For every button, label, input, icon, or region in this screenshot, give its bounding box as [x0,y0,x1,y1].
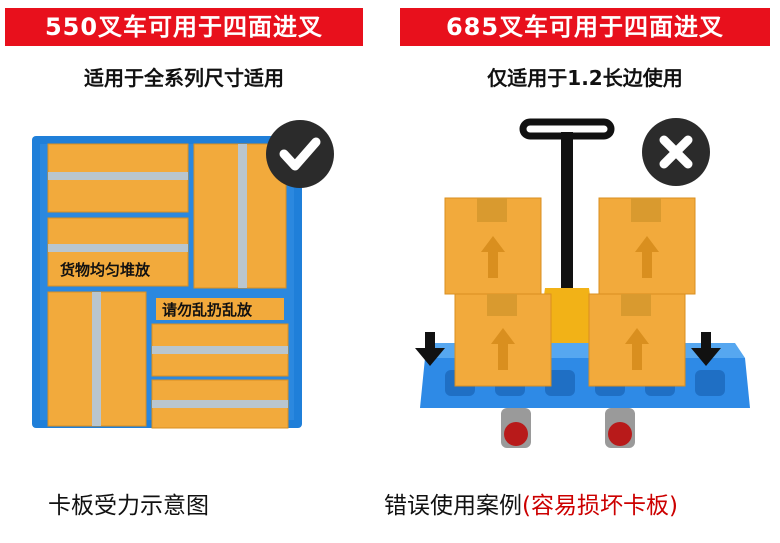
cross-badge [642,118,710,186]
box-upper-right [598,197,696,295]
forklift-wheel-right [605,408,635,448]
forklift-illustration [415,118,750,448]
label-even-bg [56,258,168,280]
box-lower-right [588,293,686,387]
down-arrow-right-icon [691,332,721,366]
forklift-handle-shaft [561,132,573,302]
cross-icon [659,135,693,169]
right-subtitle: 仅适用于1.2长边使用 [487,66,683,90]
pallet-top-view-illustration: 货物均匀堆放 请勿乱扔乱放 [32,136,302,429]
box-lower-left [454,293,552,387]
right-banner: 685叉车可用于四面进叉 [400,8,770,46]
right-caption-main: 错误使用案例 [384,493,522,519]
down-arrow-left-icon [415,332,445,366]
left-caption: 卡板受力示意图 [48,493,209,519]
label-even: 货物均匀堆放 [60,261,151,279]
box-bottom-left-vertical [47,291,147,427]
box-bottom-right-1 [151,323,289,377]
right-caption: 错误使用案例(容易损坏卡板) [384,486,678,520]
right-caption-note: (容易损坏卡板) [522,493,678,519]
left-subtitle: 适用于全系列尺寸适用 [84,66,284,90]
left-banner: 550叉车可用于四面进叉 [5,8,363,46]
check-badge [266,120,334,188]
label-no-random: 请勿乱扔乱放 [162,301,253,319]
forklift-pump [537,288,597,348]
label-no-random-bg [156,298,284,320]
box-upper-left [444,197,542,295]
box-top-left-1 [47,143,189,213]
box-bottom-right-2 [151,379,289,429]
check-icon [279,137,321,171]
forklift-wheel-left [501,408,531,448]
